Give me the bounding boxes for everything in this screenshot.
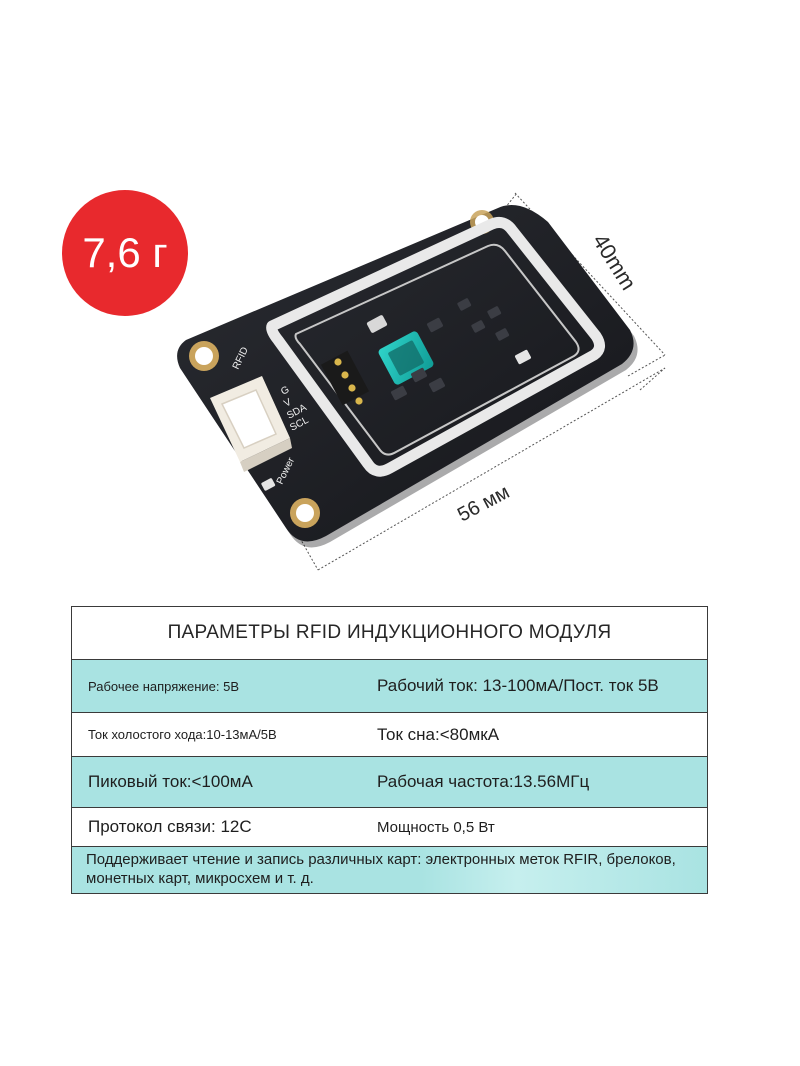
weight-label: 7,6 г — [82, 229, 168, 276]
table-cell: Мощность 0,5 Вт — [377, 818, 495, 836]
pin-header — [320, 350, 370, 406]
table-cell: Протокол связи: 12C — [88, 817, 252, 836]
antenna-coil — [266, 217, 605, 477]
spec-title: ПАРАМЕТРЫ RFID ИНДУКЦИОННОГО МОДУЛЯ — [72, 607, 707, 660]
table-row: Пиковый ток:<100мА Рабочая частота:13.56… — [72, 757, 707, 808]
smd-components — [261, 298, 531, 491]
spec-table: ПАРАМЕТРЫ RFID ИНДУКЦИОННОГО МОДУЛЯ Рабо… — [71, 606, 708, 894]
table-row: Протокол связи: 12C Мощность 0,5 Вт — [72, 808, 707, 847]
table-cell: Пиковый ток:<100мА — [88, 772, 253, 791]
jst-connector — [210, 376, 292, 472]
table-row: Ток холостого хода:10-13мА/5В Ток сна:<8… — [72, 713, 707, 757]
table-cell: Ток сна:<80мкА — [377, 724, 500, 744]
table-row: Рабочее напряжение: 5В Рабочий ток: 13-1… — [72, 660, 707, 713]
rfid-module-illustration: RFID G V SDA SCL Power 56 мм 40mm — [177, 192, 666, 571]
spec-footer-note: Поддерживает чтение и запись различных к… — [72, 847, 707, 893]
table-cell: Рабочий ток: 13-100мА/Пост. ток 5В — [377, 676, 659, 695]
dimension-height-label: 40mm — [588, 229, 642, 294]
weight-badge: 7,6 г — [62, 190, 188, 316]
table-cell: Ток холостого хода:10-13мА/5В — [88, 727, 277, 742]
table-cell: Рабочая частота:13.56МГц — [377, 772, 590, 791]
dimension-width-label: 56 мм — [454, 481, 513, 526]
pin-label-v: V — [282, 397, 293, 410]
table-cell: Рабочее напряжение: 5В — [88, 678, 239, 694]
